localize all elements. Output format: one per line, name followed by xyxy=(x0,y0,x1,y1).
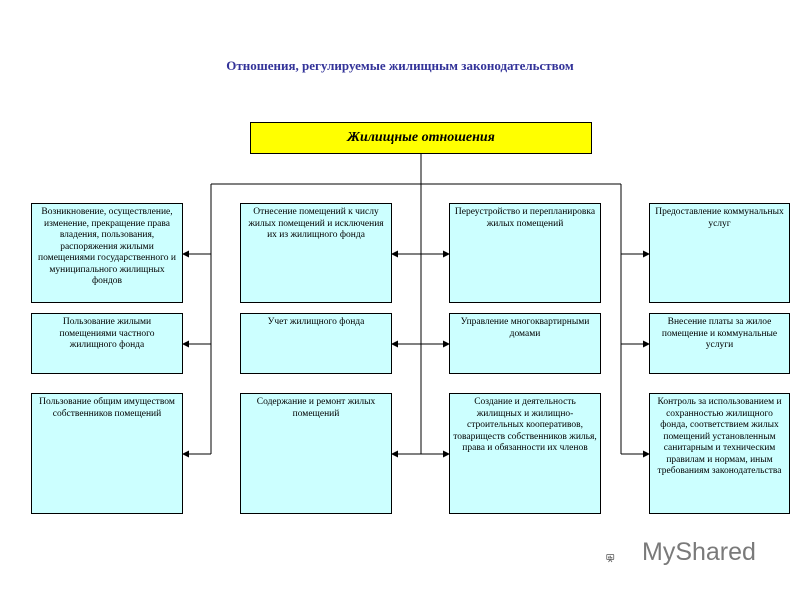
page-title: Отношения, регулируемые жилищным законод… xyxy=(226,58,574,73)
node-col4-row1: Предоставление коммунальных услуг xyxy=(649,203,790,303)
node-col3-row2: Управление многоквартирными домами xyxy=(449,313,601,374)
node-col2-row2: Учет жилищного фонда xyxy=(240,313,392,374)
watermark-text: MyShared xyxy=(642,538,756,566)
node-col3-row3: Создание и деятельность жилищных и жилищ… xyxy=(449,393,601,514)
node-col3-row1: Переустройство и перепланировка жилых по… xyxy=(449,203,601,303)
node-col2-row1: Отнесение помещений к числу жилых помеще… xyxy=(240,203,392,303)
node-col4-row2: Внесение платы за жилое помещение и комм… xyxy=(649,313,790,374)
node-col1-row2: Пользование жилыми помещениями частного … xyxy=(31,313,183,374)
node-col4-row3: Контроль за использованием и сохранность… xyxy=(649,393,790,514)
node-col1-row3: Пользование общим имуществом собственник… xyxy=(31,393,183,514)
presentation-board-icon xyxy=(606,554,615,563)
node-col1-row1: Возникновение, осуществление, изменение,… xyxy=(31,203,183,303)
node-col2-row3: Содержание и ремонт жилых помещений xyxy=(240,393,392,514)
root-node-housing-relations: Жилищные отношения xyxy=(250,122,592,154)
